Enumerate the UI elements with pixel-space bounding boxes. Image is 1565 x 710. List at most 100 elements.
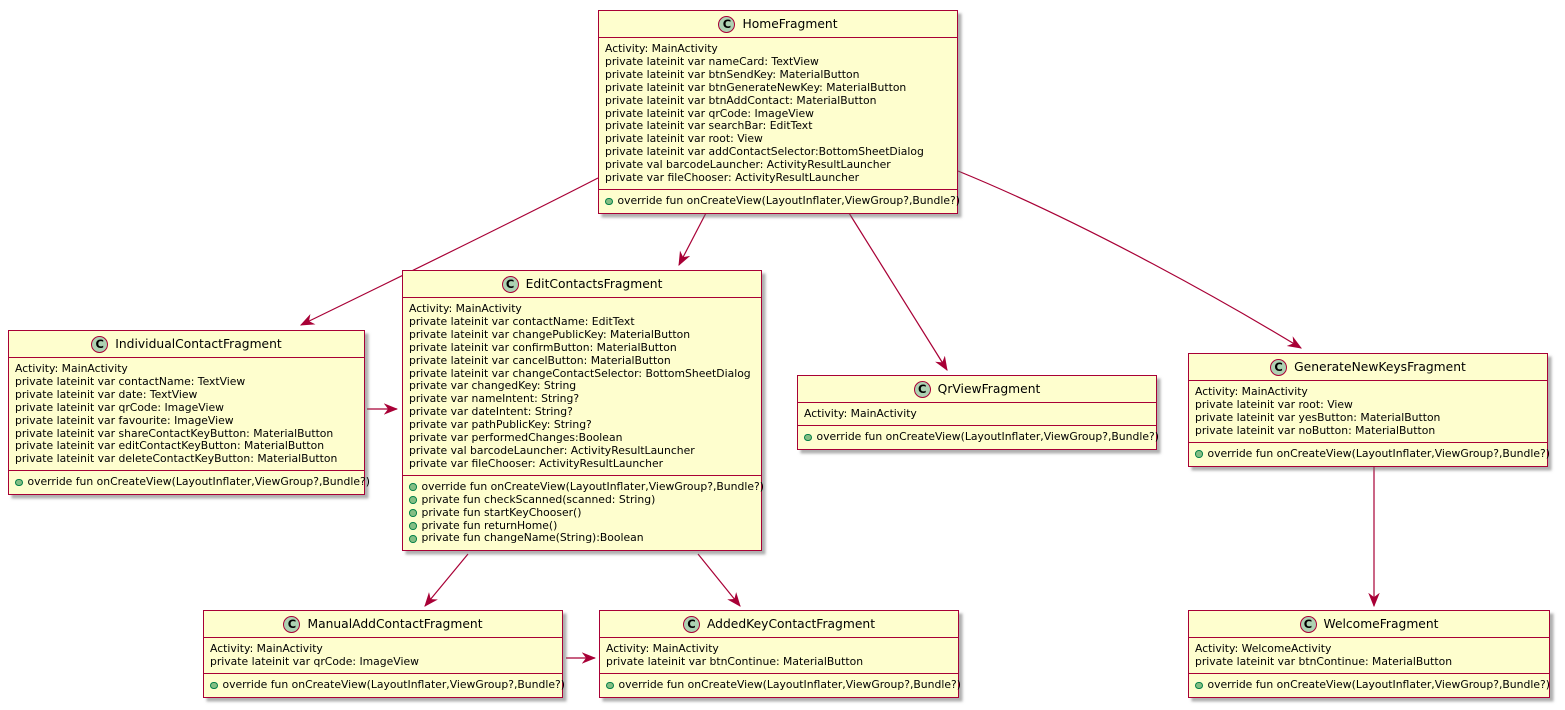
methods-compartment: override fun onCreateView(LayoutInflater…	[403, 476, 764, 551]
class-stereotype-icon: C	[283, 615, 301, 633]
public-method-icon	[409, 522, 417, 530]
public-method-icon	[409, 509, 417, 517]
class-name: WelcomeFragment	[1323, 616, 1439, 631]
attribute-line: private lateinit var date: TextView	[15, 387, 198, 401]
attribute-line: private var changedKey: String	[409, 379, 577, 393]
method-text: override fun onCreateView(LayoutInflater…	[1207, 446, 1550, 460]
attribute-line: private val barcodeLauncher: ActivityRes…	[605, 158, 891, 172]
attribute-line: private lateinit var qrCode: ImageView	[210, 654, 419, 668]
method-line: override fun onCreateView(LayoutInflater…	[606, 678, 961, 692]
method-line: override fun onCreateView(LayoutInflater…	[15, 475, 370, 489]
attribute-line: private var nameIntent: String?	[409, 392, 580, 406]
method-text: override fun onCreateView(LayoutInflater…	[27, 475, 370, 489]
method-text: private fun startKeyChooser()	[421, 505, 582, 519]
method-text: private fun checkScanned(scanned: String…	[421, 492, 656, 506]
method-line: private fun startKeyChooser()	[409, 505, 755, 520]
attribute-line: private var pathPublicKey: String?	[409, 418, 592, 432]
public-method-icon	[409, 496, 417, 504]
attribute-line: private lateinit var favourite: ImageVie…	[15, 413, 234, 427]
attribute-line: private lateinit var root: View	[1195, 397, 1353, 411]
class-stereotype-icon: C	[718, 15, 736, 33]
public-method-icon	[210, 681, 218, 690]
attribute-line: Activity: MainActivity	[606, 642, 719, 655]
attribute-line: private lateinit var changeContactSelect…	[409, 366, 751, 380]
class-name: ManualAddContactFragment	[307, 616, 483, 631]
attribute-line: private var dateIntent: String?	[409, 405, 573, 419]
attribute-line: private lateinit var contactName: EditTe…	[409, 314, 635, 328]
edge-HomeFragment-to-EditContactsFragment	[678, 212, 707, 267]
method-line: override fun onCreateView(LayoutInflater…	[210, 678, 565, 692]
method-text: override fun onCreateView(LayoutInflater…	[1207, 677, 1550, 691]
attribute-line: private val barcodeLauncher: ActivityRes…	[409, 443, 695, 457]
attribute-line: Activity: MainActivity	[804, 407, 917, 420]
methods-compartment: override fun onCreateView(LayoutInflater…	[1189, 443, 1550, 466]
edge-EditContactsFragment-to-ManualAddContactFragment	[424, 553, 469, 607]
attribute-line: Activity: MainActivity	[15, 362, 128, 375]
edge-HomeFragment-to-GenerateNewKeysFragment	[957, 170, 1302, 349]
attribute-line: private lateinit var nameCard: TextView	[605, 54, 819, 68]
method-text: override fun onCreateView(LayoutInflater…	[617, 193, 960, 207]
attribute-line: private lateinit var searchBar: EditText	[605, 119, 813, 133]
methods-compartment: override fun onCreateView(LayoutInflater…	[1189, 674, 1550, 697]
class-stereotype-icon: C	[501, 275, 519, 293]
attribute-line: private lateinit var qrCode: ImageView	[15, 400, 224, 414]
attribute-line: Activity: WelcomeActivity	[1195, 642, 1332, 655]
class-header-EditContactsFragment: C EditContactsFragment	[403, 271, 761, 298]
public-method-icon	[1195, 681, 1203, 690]
method-text: private fun changeName(String):Boolean	[421, 531, 644, 545]
attribute-line: private lateinit var btnContinue: Materi…	[1195, 654, 1453, 668]
public-method-icon	[804, 433, 812, 442]
attribute-line: private lateinit var yesButton: Material…	[1195, 410, 1441, 424]
attribute-line: private var fileChooser: ActivityResultL…	[409, 456, 664, 470]
attribute-line: private lateinit var cancelButton: Mater…	[409, 353, 671, 367]
attribute-line: private lateinit var changePublicKey: Ma…	[409, 327, 691, 341]
method-line: override fun onCreateView(LayoutInflater…	[1195, 678, 1550, 692]
attribute-line: private lateinit var root: View	[605, 132, 763, 146]
class-header-AddedKeyContactFragment: C AddedKeyContactFragment	[600, 611, 958, 638]
class-header-ManualAddContactFragment: C ManualAddContactFragment	[204, 611, 562, 638]
method-text: override fun onCreateView(LayoutInflater…	[816, 429, 1159, 443]
class-name: AddedKeyContactFragment	[706, 616, 876, 631]
attribute-line: private lateinit var noButton: MaterialB…	[1195, 423, 1436, 437]
attribute-line: private lateinit var contactName: TextVi…	[15, 374, 246, 388]
public-method-icon	[15, 478, 23, 487]
public-method-icon	[409, 483, 417, 491]
attribute-line: Activity: MainActivity	[210, 642, 323, 655]
methods-compartment: override fun onCreateView(LayoutInflater…	[600, 674, 961, 697]
edge-EditContactsFragment-to-AddedKeyContactFragment	[697, 553, 741, 607]
attribute-line: private var performedChanges:Boolean	[409, 431, 623, 445]
class-stereotype-icon: C	[682, 615, 700, 633]
attribute-line: Activity: MainActivity	[605, 42, 718, 55]
public-method-icon	[409, 535, 417, 543]
attribute-line: private lateinit var btnAddContact: Mate…	[605, 93, 877, 107]
method-text: override fun onCreateView(LayoutInflater…	[421, 479, 764, 493]
method-line: private fun checkScanned(scanned: String…	[409, 492, 755, 507]
method-line: private fun changeName(String):Boolean	[409, 532, 755, 545]
class-name: EditContactsFragment	[525, 276, 663, 291]
methods-compartment: override fun onCreateView(LayoutInflater…	[9, 471, 370, 494]
class-stereotype-icon: C	[913, 380, 931, 398]
attribute-line: private var fileChooser: ActivityResultL…	[605, 171, 860, 185]
methods-compartment: override fun onCreateView(LayoutInflater…	[798, 426, 1159, 449]
public-method-icon	[606, 681, 614, 690]
method-line: override fun onCreateView(LayoutInflater…	[409, 480, 764, 494]
method-line: private fun returnHome()	[409, 519, 755, 533]
attribute-line: private lateinit var btnGenerateNewKey: …	[605, 80, 907, 94]
public-method-icon	[605, 197, 613, 206]
